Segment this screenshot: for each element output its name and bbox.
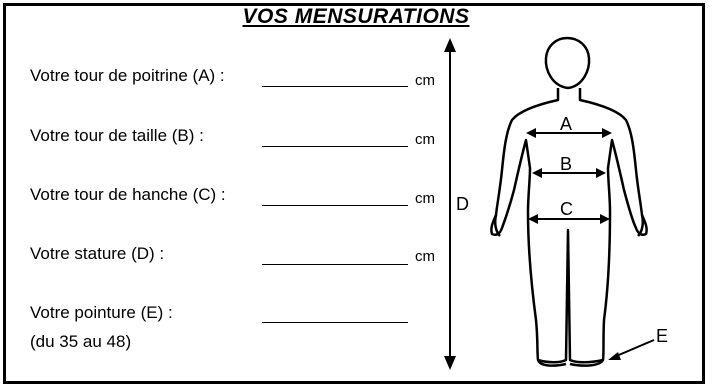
marker-a: A [560,114,572,134]
stature-arrow [444,38,456,370]
marker-d: D [456,194,469,214]
marker-e: E [656,326,668,346]
marker-c: C [560,199,573,219]
measure-e [608,340,654,360]
marker-b: B [560,154,572,174]
